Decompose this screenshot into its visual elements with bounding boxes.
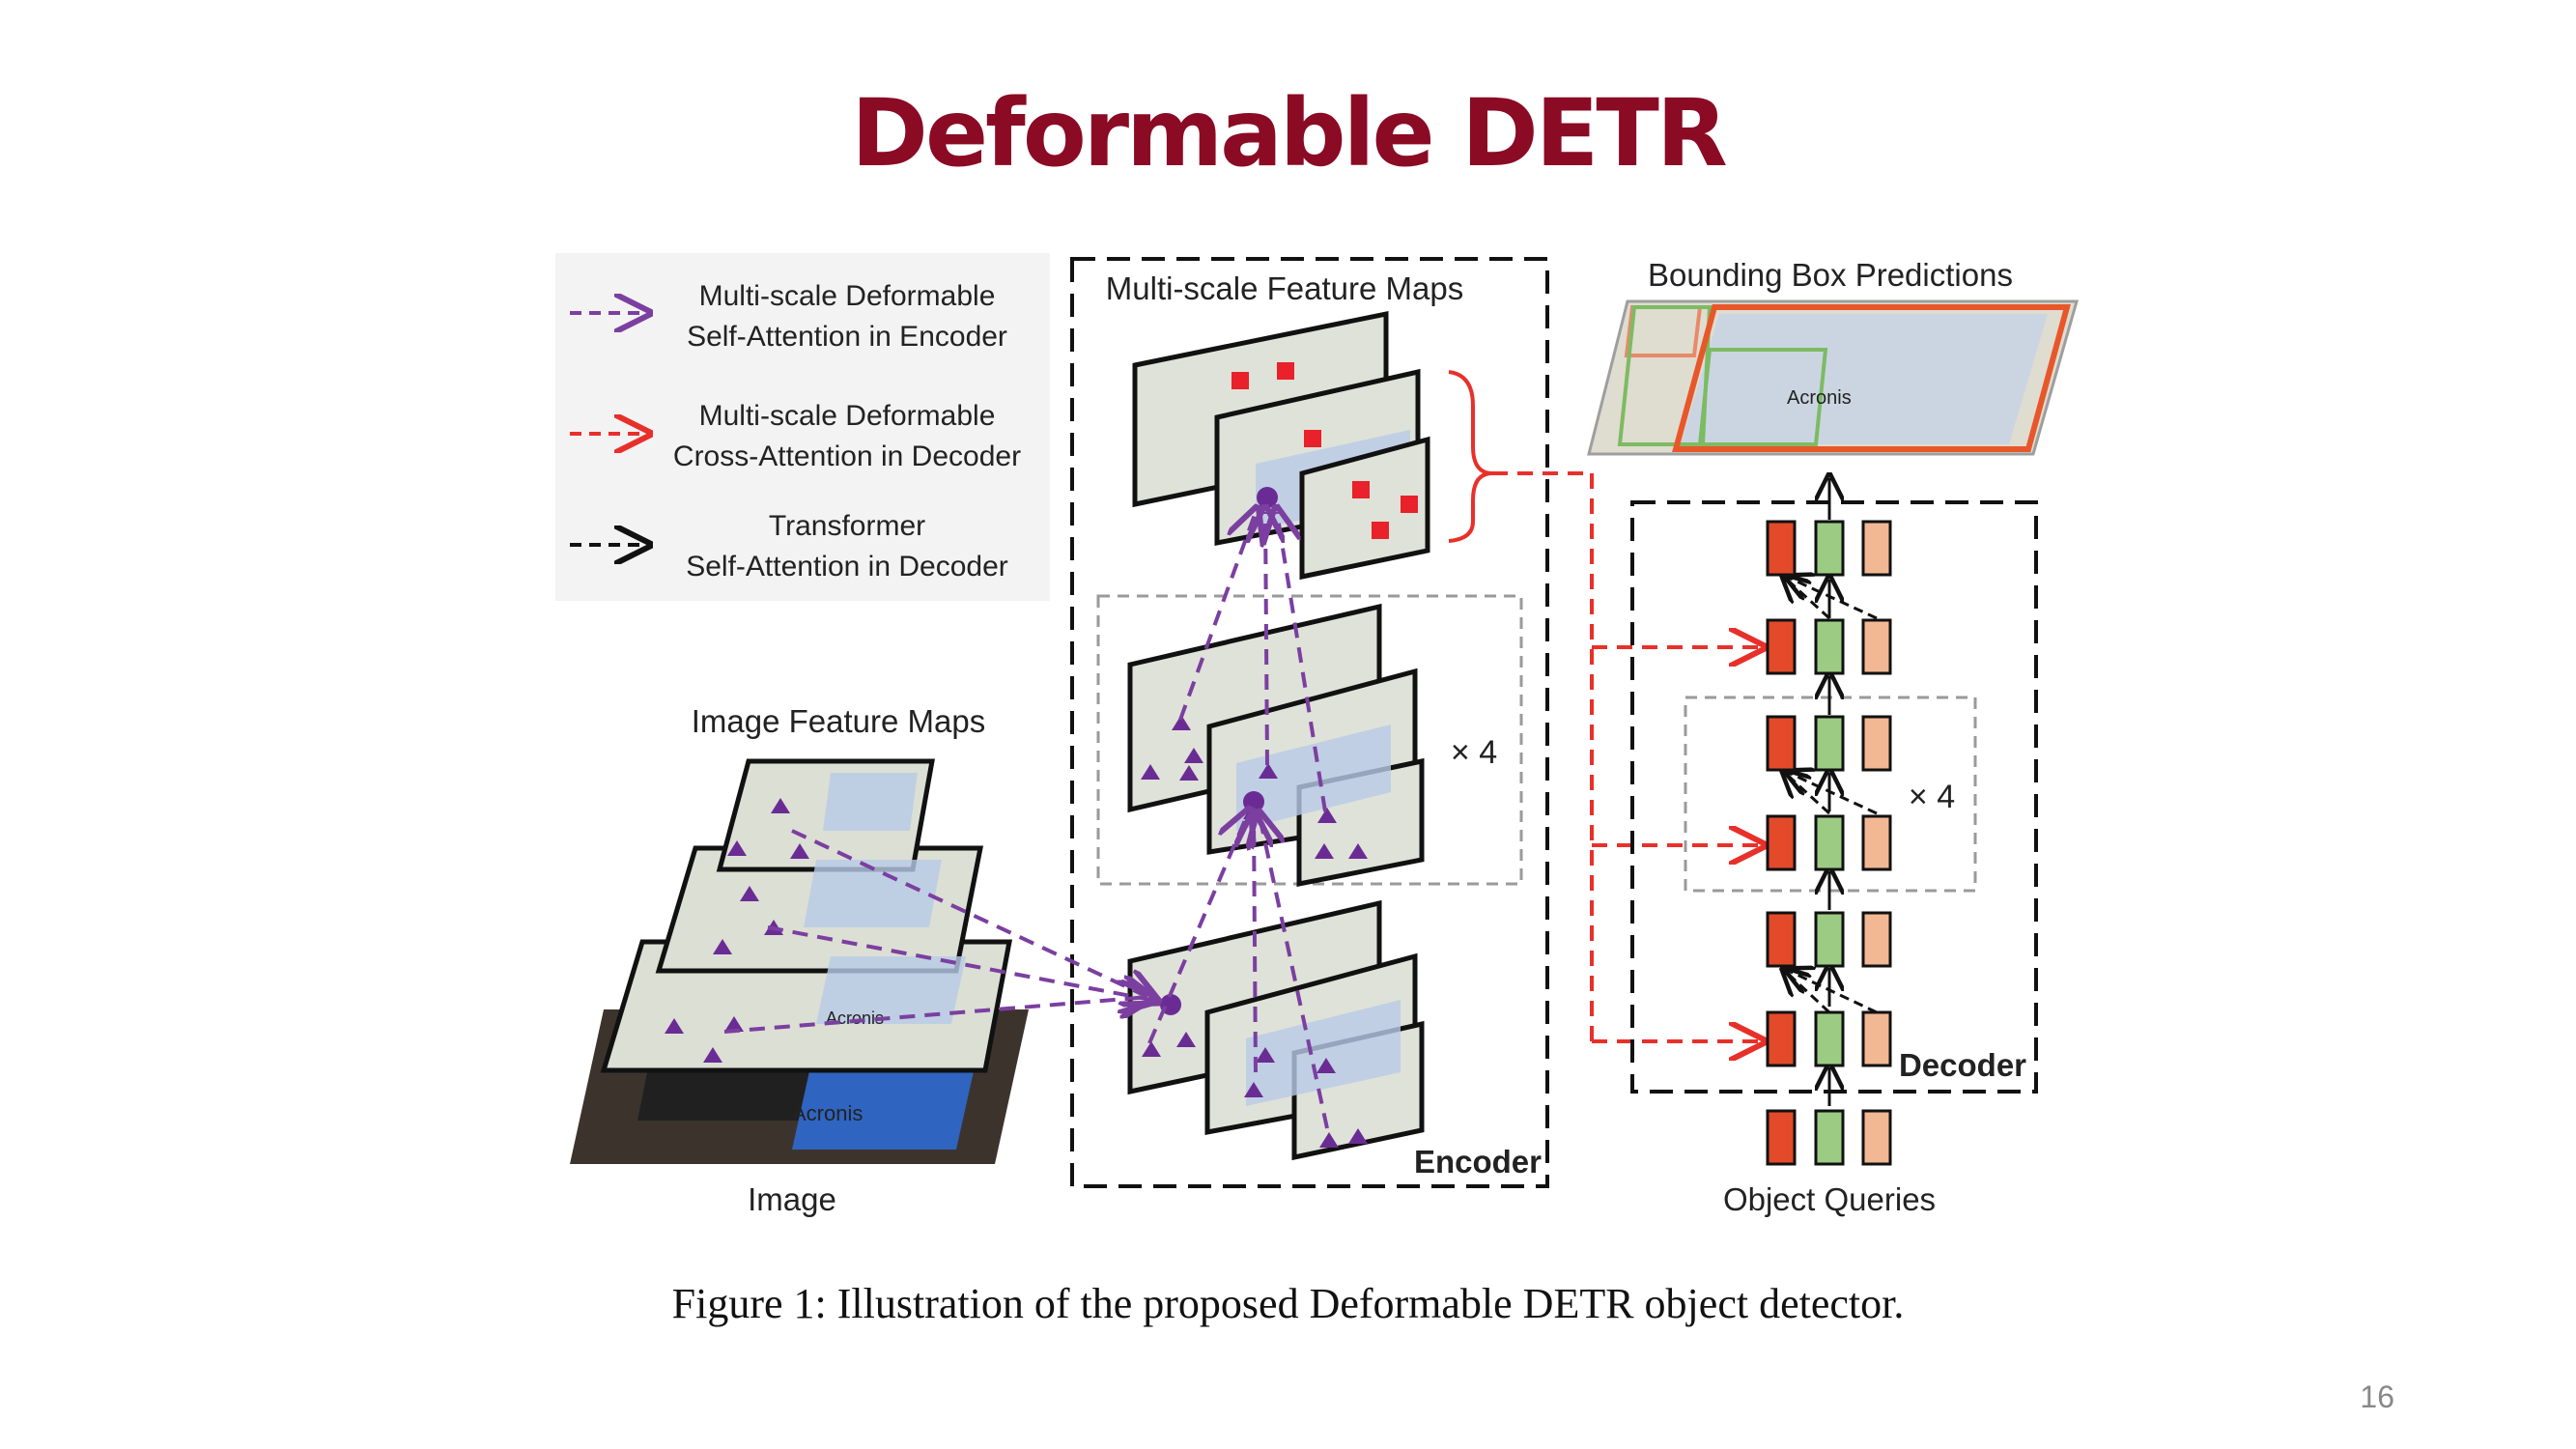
prediction-sponsor-text: Acronis (1787, 387, 1852, 409)
bbox-green-2 (1697, 348, 1828, 446)
encoder-attention-arrows (723, 512, 1329, 1129)
legend-self-line1: Transformer (769, 510, 925, 542)
query-row-3 (1766, 814, 1892, 871)
decoder-box (1630, 500, 2038, 1094)
encoder-middle-stack (1127, 603, 1425, 888)
cross-attention-sampling-points (1231, 362, 1418, 539)
object-queries-label: Object Queries (1723, 1181, 1936, 1217)
multi-scale-feature-maps-label: Multi-scale Feature Maps (1106, 270, 1463, 306)
prediction-image: Acronis (1587, 299, 2079, 456)
encoder-query-point-top (1257, 487, 1278, 508)
encoder-box (1070, 257, 1549, 1188)
bounding-box-predictions-label: Bounding Box Predictions (1648, 257, 2013, 293)
query-row-5 (1766, 618, 1892, 675)
encoder-repeat-box (1096, 594, 1523, 886)
query-row-1 (1766, 1010, 1892, 1067)
encoder-query-point-middle (1243, 791, 1264, 812)
query-row-2 (1766, 911, 1892, 968)
image-feature-maps-label: Image Feature Maps (692, 703, 985, 739)
legend-encoder-line1: Multi-scale Deformable (699, 280, 996, 312)
sampling-points-bottom (1142, 1032, 1368, 1148)
encoder-repeat-label: × 4 (1451, 734, 1497, 771)
legend-cross-line1: Multi-scale Deformable (699, 400, 996, 432)
image-label: Image (748, 1181, 836, 1217)
image-feature-pyramid: Acronis (600, 758, 1013, 1073)
encoder-label: Encoder (1414, 1144, 1542, 1179)
legend-self-line2: Self-Attention in Decoder (686, 551, 1008, 582)
page-number: 16 (2360, 1379, 2394, 1414)
legend-encoder-line2: Self-Attention in Encoder (687, 321, 1007, 353)
query-row-6 (1766, 520, 1892, 577)
bbox-large-orange (1672, 304, 2071, 452)
decoder-repeat-label: × 4 (1909, 779, 1955, 815)
legend: Multi-scale Deformable Self-Attention in… (555, 253, 1050, 601)
feature-sponsor-text: Acronis (826, 1009, 884, 1028)
slide-title: Deformable DETR (851, 79, 1728, 187)
query-row-4 (1766, 715, 1892, 772)
encoder-input-stack (1127, 899, 1425, 1161)
feature-maps-brace (1448, 370, 1493, 543)
figure-caption: Figure 1: Illustration of the proposed D… (671, 1280, 1905, 1327)
legend-cross-line2: Cross-Attention in Decoder (673, 440, 1021, 472)
decoder-self-attention-arrows (1785, 578, 1878, 1014)
object-queries-row (1766, 1109, 1892, 1166)
cross-attention-arrows (1492, 471, 1760, 1041)
image-sponsor-text: Acronis (792, 1101, 863, 1125)
decoder-query-columns (1766, 520, 1892, 1166)
decoder-label: Decoder (1899, 1047, 2026, 1083)
encoder-output-stack (1132, 310, 1430, 581)
